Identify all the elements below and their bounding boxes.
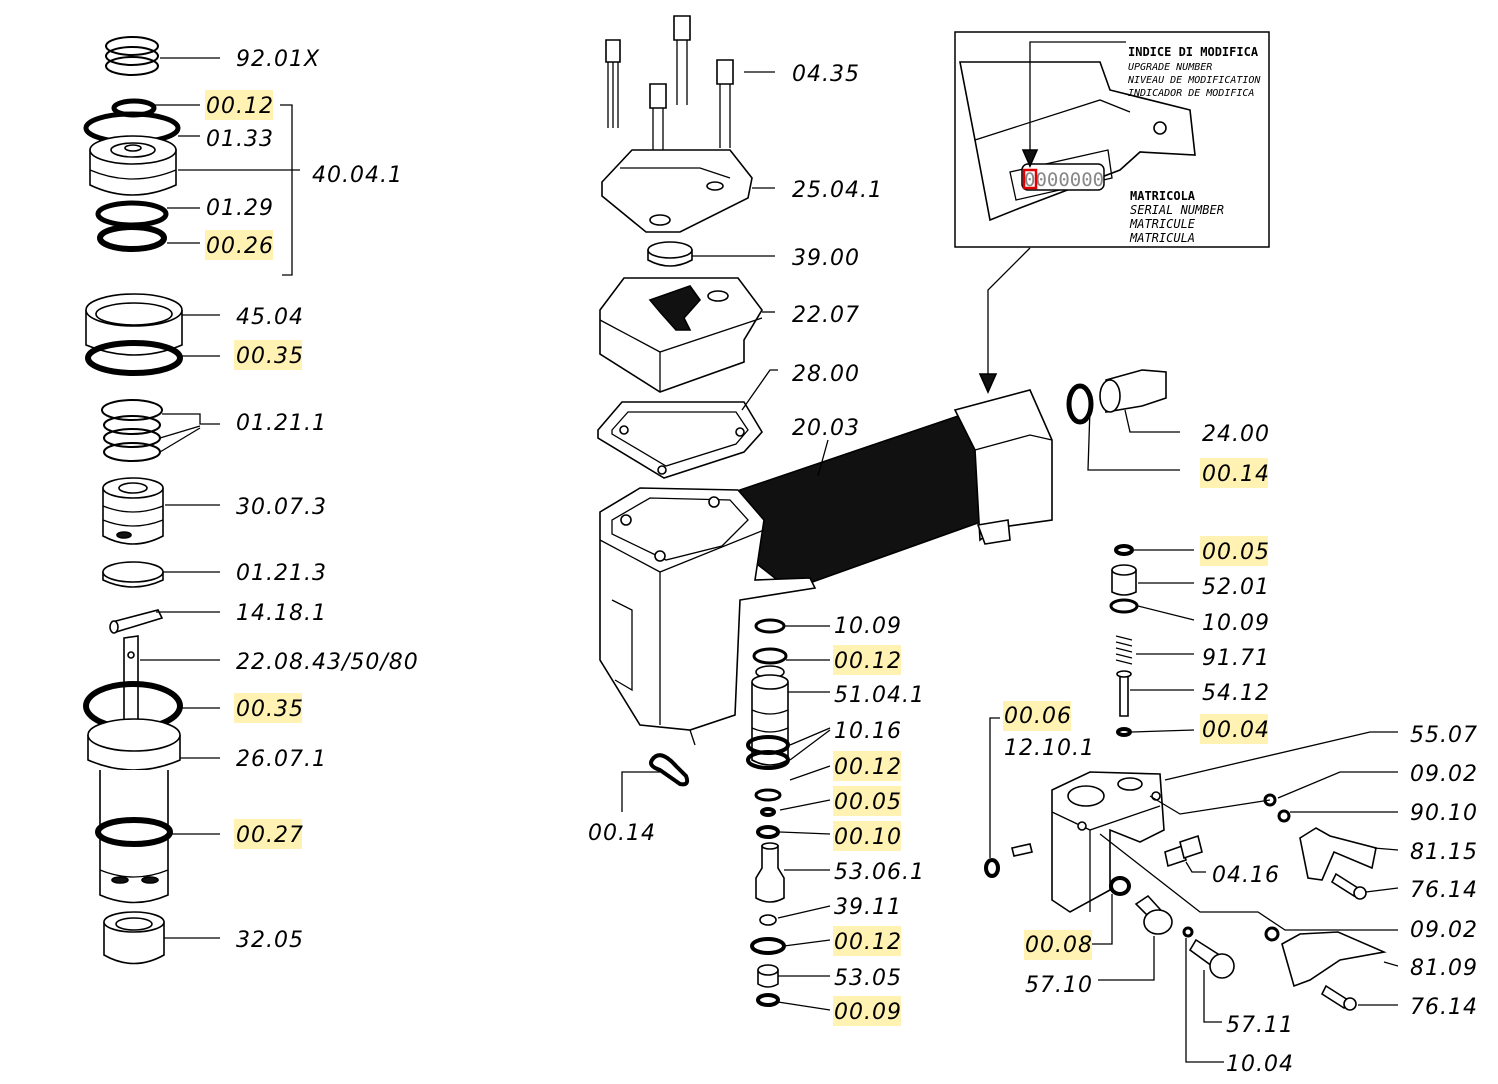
label-76-14: 76.14 xyxy=(1410,878,1478,903)
label-25-04-1: 25.04.1 xyxy=(792,178,883,203)
left-leader-lines xyxy=(140,57,300,939)
label-57-11: 57.11 xyxy=(1226,1013,1294,1038)
label-14-18-1: 14.18.1 xyxy=(236,601,327,626)
trigger-valve-column xyxy=(746,618,831,1011)
label-00-12: 00.12 xyxy=(206,94,274,119)
upgrade-serial-inset: INDICE DI MODIFICA UPGRADE NUMBER NIVEAU… xyxy=(954,31,1270,248)
label-81-09: 81.09 xyxy=(1410,956,1478,981)
label-39-11: 39.11 xyxy=(834,895,902,920)
highlight-boxes xyxy=(205,90,1268,1026)
label-10-16: 10.16 xyxy=(834,719,902,744)
label-76-14: 76.14 xyxy=(1410,995,1478,1020)
label-00-08: 00.08 xyxy=(1025,933,1093,958)
inset-serial-line-3: MATRICULE xyxy=(1129,217,1196,231)
label-52-01: 52.01 xyxy=(1202,575,1270,600)
label-01-21-1: 01.21.1 xyxy=(236,411,327,436)
label-81-15: 81.15 xyxy=(1410,840,1478,865)
label-00-35: 00.35 xyxy=(236,344,304,369)
label-00-12: 00.12 xyxy=(834,755,902,780)
label-00-06: 00.06 xyxy=(1004,704,1072,729)
right-trigger-assembly xyxy=(984,544,1399,1063)
inset-serial-line-1: MATRICOLA xyxy=(1130,189,1196,203)
label-53-06-1: 53.06.1 xyxy=(834,860,925,885)
center-head-assembly xyxy=(597,15,1167,787)
label-00-12: 00.12 xyxy=(834,649,902,674)
label-01-21-3: 01.21.3 xyxy=(236,561,327,586)
label-00-14: 00.14 xyxy=(1202,462,1270,487)
label-00-26: 00.26 xyxy=(206,234,274,259)
label-10-09: 10.09 xyxy=(834,614,902,639)
label-00-09: 00.09 xyxy=(834,1000,902,1025)
label-32-05: 32.05 xyxy=(236,928,304,953)
label-40-04-1: 40.04.1 xyxy=(312,163,403,188)
label-00-05: 00.05 xyxy=(834,790,902,815)
label-00-10: 00.10 xyxy=(834,825,902,850)
label-90-10: 90.10 xyxy=(1410,801,1478,826)
label-30-07-3: 30.07.3 xyxy=(236,495,327,520)
label-12-10-1: 12.10.1 xyxy=(1004,736,1095,761)
label-39-00: 39.00 xyxy=(792,246,860,271)
inset-serial-line-2: SERIAL NUMBER xyxy=(1130,203,1224,217)
label-00-04: 00.04 xyxy=(1202,718,1270,743)
label-01-29: 01.29 xyxy=(206,196,274,221)
label-55-07: 55.07 xyxy=(1410,723,1478,748)
inset-upgrade-line-2: UPGRADE NUMBER xyxy=(1128,62,1212,73)
label-10-04: 10.04 xyxy=(1226,1052,1294,1077)
label-20-03: 20.03 xyxy=(792,416,860,441)
label-10-09: 10.09 xyxy=(1202,611,1270,636)
center-leader-lines xyxy=(621,71,1180,812)
inset-upgrade-line-4: INDICADOR DE MODIFICA xyxy=(1128,88,1254,99)
label-54-12: 54.12 xyxy=(1202,681,1270,706)
label-22-08: 22.08.43/50/80 xyxy=(236,650,419,675)
serial-digits: 0000000 xyxy=(1024,169,1104,191)
label-51-04-1: 51.04.1 xyxy=(834,683,925,708)
label-09-02: 09.02 xyxy=(1410,762,1478,787)
label-22-07: 22.07 xyxy=(792,303,860,328)
label-91-71: 91.71 xyxy=(1202,646,1270,671)
label-00-14: 00.14 xyxy=(588,821,656,846)
screws-04-35 xyxy=(605,15,734,168)
inset-upgrade-line-1: INDICE DI MODIFICA xyxy=(1128,45,1259,59)
label-00-35: 00.35 xyxy=(236,697,304,722)
label-26-07-1: 26.07.1 xyxy=(236,747,327,772)
label-28-00: 28.00 xyxy=(792,362,860,387)
label-09-02: 09.02 xyxy=(1410,918,1478,943)
label-00-05: 00.05 xyxy=(1202,540,1270,565)
inset-serial-line-4: MATRICULA xyxy=(1129,231,1195,245)
label-04-35: 04.35 xyxy=(792,62,860,87)
label-00-12: 00.12 xyxy=(834,930,902,955)
part-labels: 92.01X 00.12 01.33 40.04.1 01.29 00.26 4… xyxy=(206,47,1478,1077)
label-53-05: 53.05 xyxy=(834,966,902,991)
inset-upgrade-line-3: NIVEAU DE MODIFICATION xyxy=(1127,75,1261,86)
label-57-10: 57.10 xyxy=(1025,973,1093,998)
label-01-33: 01.33 xyxy=(206,127,274,152)
label-45-04: 45.04 xyxy=(236,305,304,330)
label-00-27: 00.27 xyxy=(236,823,304,848)
label-24-00: 24.00 xyxy=(1202,422,1270,447)
label-92-01x: 92.01X xyxy=(236,47,320,72)
left-valve-stack xyxy=(83,36,183,965)
label-04-16: 04.16 xyxy=(1212,863,1280,888)
